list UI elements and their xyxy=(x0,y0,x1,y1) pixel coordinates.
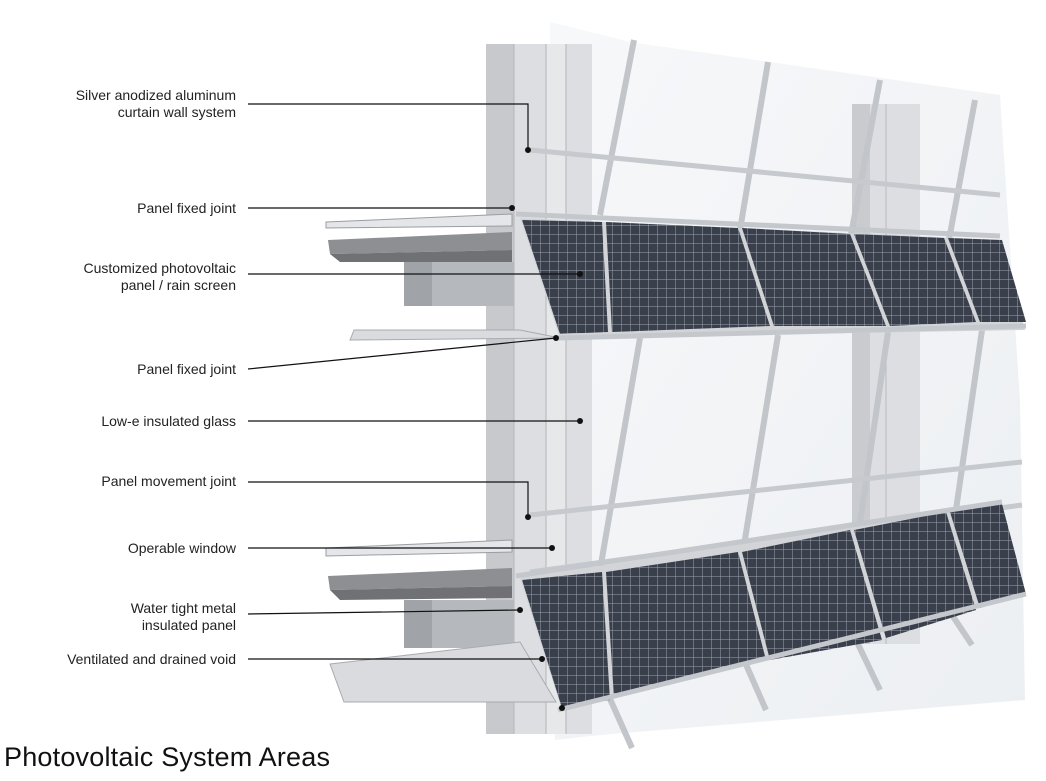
label-panel-movement-joint: Panel movement joint xyxy=(101,473,236,489)
label-curtain-wall: Silver anodized aluminum curtain wall sy… xyxy=(75,87,236,120)
label-metal-panel: Water tight metal insulated panel xyxy=(130,600,236,633)
upper-slab xyxy=(325,213,561,341)
label-panel-fixed-joint-lower: Panel fixed joint xyxy=(137,361,236,377)
label-panel-fixed-joint-upper: Panel fixed joint xyxy=(137,200,236,216)
callout-leaders xyxy=(247,103,580,660)
label-ventilated-void: Ventilated and drained void xyxy=(67,651,236,667)
label-low-e-glass: Low-e insulated glass xyxy=(101,413,236,429)
label-pv-panel: Customized photovoltaic panel / rain scr… xyxy=(83,260,236,293)
lower-pv-band xyxy=(515,499,1027,713)
callout-dots xyxy=(509,147,583,711)
label-operable-window: Operable window xyxy=(127,540,236,556)
page-title: Photovoltaic System Areas xyxy=(4,742,331,772)
upper-pv-band xyxy=(515,211,1027,341)
lower-slab xyxy=(325,539,557,703)
